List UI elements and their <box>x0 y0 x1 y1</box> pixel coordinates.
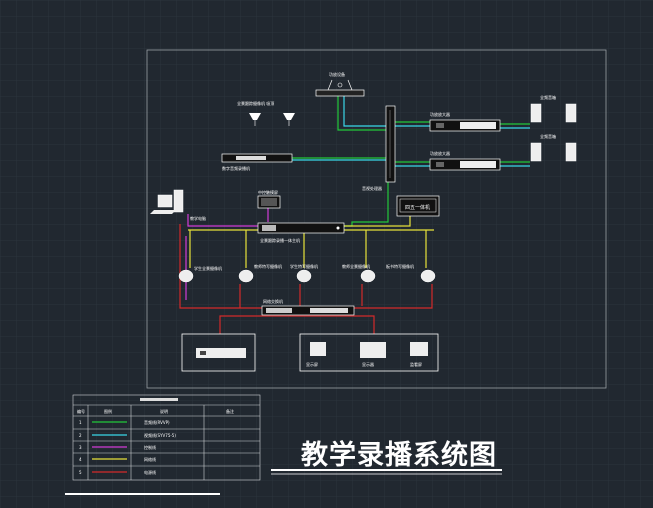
legend-row-description: 网络线 <box>144 456 156 462</box>
recorder-label: 数字音频录播机 <box>222 165 250 171</box>
cam-3-label: 学生特写摄像机 <box>290 263 318 269</box>
legend-rows: 1 音频线(RVVP) 2 视频线(SYV75-5) 3 控制线 4 网络线 5 电源线 <box>79 419 176 475</box>
pc-icon <box>150 189 184 214</box>
legend-header-num: 编号 <box>77 408 85 414</box>
legend-row-description: 视频线(SYV75-5) <box>144 432 176 438</box>
pc-label: 教学电脑 <box>190 215 206 221</box>
legend-header-desc: 说明 <box>160 408 168 414</box>
legend-row-number: 5 <box>79 470 82 475</box>
legend-row-description: 电源线 <box>144 469 156 475</box>
cam-4-label: 教师全景摄像机 <box>342 263 370 269</box>
switch-label: 网络交换机 <box>263 298 283 304</box>
drawing-frame <box>146 49 607 389</box>
cam-1-label: 学生全景摄像机 <box>194 265 222 271</box>
camera-pair-label: 全景跟踪摄像机 吸顶 <box>237 100 274 106</box>
power-amplifier-2 <box>429 158 501 171</box>
audio-processor-label: 音视处理器 <box>362 185 382 191</box>
recorder-device <box>221 153 293 163</box>
legend-table <box>72 394 261 481</box>
wires <box>179 96 530 334</box>
legend-row-description: 音频线(RVVP) <box>144 419 170 425</box>
display-rack-right <box>299 333 439 372</box>
legend-row-number: 1 <box>79 420 82 425</box>
screen-1-label: 显示屏 <box>306 361 318 367</box>
touch-panel-device <box>257 195 281 209</box>
touch-panel-label: 中控触摸屏 <box>258 189 278 195</box>
amplifier-top-device <box>315 79 365 97</box>
legend-row-number: 3 <box>79 445 82 450</box>
speaker-icon <box>530 103 577 162</box>
recording-host-label: 全景跟踪录播一体主机 <box>260 237 300 243</box>
power-amplifier-1 <box>429 119 501 132</box>
camera-icons <box>178 269 436 283</box>
legend-row-number: 2 <box>79 433 82 438</box>
recording-host-device <box>257 222 345 234</box>
speaker-1-label: 全频音箱 <box>540 94 556 100</box>
screen-2-label: 显示器 <box>362 362 374 367</box>
legend-header-note: 备注 <box>226 408 234 414</box>
display-rack-left <box>181 333 256 372</box>
integrated-box-device <box>396 195 440 217</box>
legend-header-symbol: 图例 <box>104 408 112 414</box>
legend-caption-bar <box>140 398 178 401</box>
diagram-title: 教学录播系统图 <box>301 439 497 471</box>
amplifier-top-label: 功放设备 <box>329 71 345 77</box>
cam-2-label: 教师特写摄像机 <box>254 263 282 269</box>
integrated-box-label: 四五一体机 <box>405 204 430 211</box>
power-amp-1-label: 功放放大器 <box>430 111 450 117</box>
cam-5-label: 板书特写摄像机 <box>386 263 414 269</box>
dome-camera-icon <box>249 113 295 120</box>
legend-row-description: 控制线 <box>144 444 156 450</box>
network-switch-device <box>261 305 355 316</box>
speaker-2-label: 全频音箱 <box>540 133 556 139</box>
power-amp-2-label: 功放放大器 <box>430 150 450 156</box>
screen-3-label: 监看屏 <box>410 361 422 367</box>
legend-row-number: 4 <box>79 457 82 462</box>
audio-processor-device <box>385 105 396 183</box>
